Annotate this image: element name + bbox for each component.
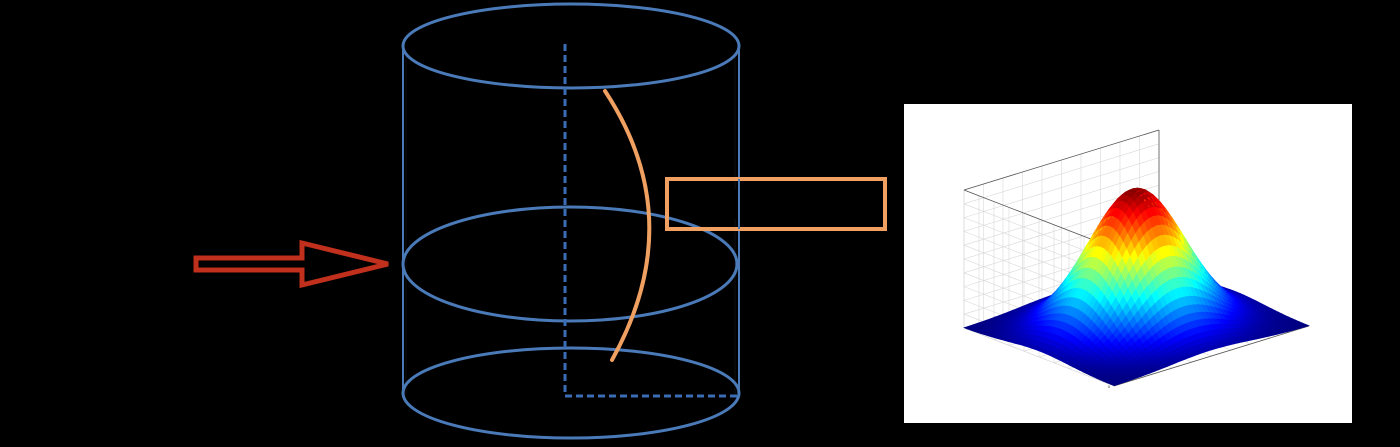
cylinder-top-ellipse — [401, 2, 741, 90]
gaussian-surface — [963, 187, 1310, 387]
axis-edge — [963, 189, 1115, 249]
annotation-box — [665, 177, 887, 231]
axis-lines — [563, 44, 737, 398]
z-tick-label: 0 — [1108, 384, 1111, 389]
axis-edge — [1113, 325, 1310, 387]
gaussian-surface-plot: 00.10.20.30.40.50.60.70.80.91 — [904, 104, 1352, 423]
surface-plot-canvas: 00.10.20.30.40.50.60.70.80.91 — [963, 129, 1310, 389]
surface-patch — [1300, 323, 1310, 328]
cylinder-middle-ellipse — [401, 205, 739, 323]
cylinder-bottom-ellipse — [401, 346, 741, 440]
right-arrow-icon — [193, 239, 389, 289]
curved-arc — [603, 89, 652, 362]
central-dashed-axis — [563, 44, 737, 398]
cylinder — [401, 2, 741, 440]
axis-edge — [963, 129, 1160, 191]
